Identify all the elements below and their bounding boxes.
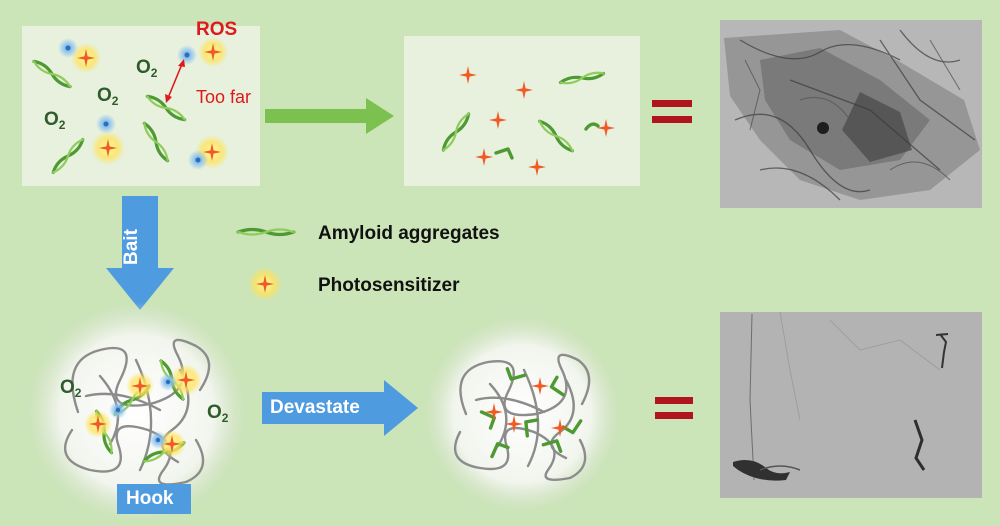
ros-dot (96, 114, 116, 134)
ros-dot (177, 45, 197, 65)
hook-label: Hook (126, 488, 174, 509)
fibril-fragment (494, 147, 514, 160)
photosensitizer-icon (170, 364, 202, 396)
photosensitizer-icon (91, 131, 125, 165)
o2-label: O2 (60, 377, 82, 400)
too-far-label: Too far (196, 87, 252, 107)
photosensitizer-icon (198, 37, 228, 67)
bait-label: Bait (121, 229, 142, 265)
polymer-network (454, 353, 591, 481)
o2-label: O2 (97, 85, 119, 108)
ros-label: ROS (196, 19, 238, 40)
panel-after-irradiation (404, 36, 640, 186)
ros-dot (149, 431, 167, 449)
photosensitizer-icon (126, 372, 154, 400)
photosensitizer-icon (84, 410, 112, 438)
ros-dot (58, 38, 78, 58)
photosensitizer-icon (71, 43, 101, 73)
fibril-fragment (584, 122, 600, 131)
devastate-label: Devastate (270, 397, 360, 418)
tem-image-bottom (720, 311, 982, 498)
o2-label: O2 (44, 109, 66, 132)
equals-sign (655, 397, 693, 419)
distance-arrow (165, 59, 185, 103)
devastate-arrow (262, 380, 418, 436)
ros-dot (109, 401, 127, 419)
tem-image-top (720, 20, 982, 208)
legend-amyloid-label: Amyloid aggregates (318, 223, 500, 244)
bait-arrow (106, 196, 174, 310)
legend-photosensitizer-icon (248, 267, 282, 301)
green-arrow (265, 98, 394, 134)
ros-dot (159, 373, 177, 391)
equals-sign (652, 100, 692, 123)
ros-dot (188, 150, 208, 170)
o2-label: O2 (136, 57, 158, 80)
legend-amyloid-icon (236, 227, 296, 237)
legend-photosensitizer-label: Photosensitizer (318, 275, 460, 296)
o2-label: O2 (207, 402, 229, 425)
hook-label-box (117, 484, 191, 514)
